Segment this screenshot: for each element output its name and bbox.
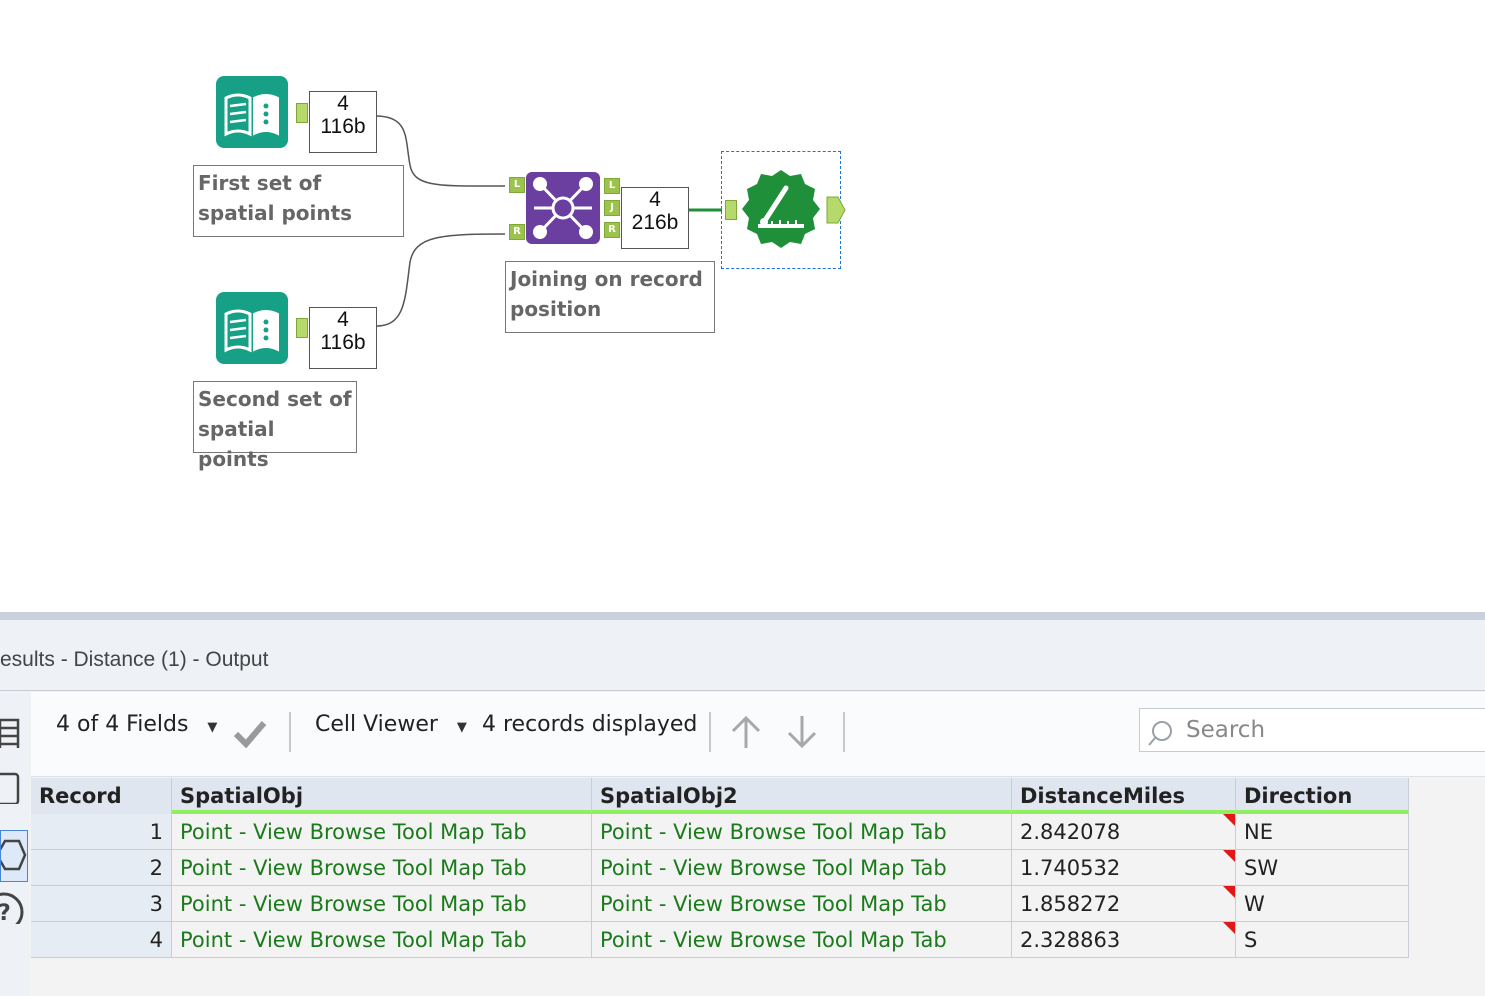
- input2-output-anchor[interactable]: [296, 318, 308, 338]
- direction-cell[interactable]: NE: [1236, 814, 1409, 850]
- distance-cell[interactable]: 1.858272: [1012, 886, 1236, 922]
- distance-cell[interactable]: 1.740532: [1012, 850, 1236, 886]
- precision-flag-icon: [1223, 886, 1235, 898]
- column-header-record[interactable]: Record: [31, 778, 172, 814]
- input-data-tool-1[interactable]: [216, 76, 288, 148]
- metadata-view-icon[interactable]: [0, 770, 26, 804]
- results-title: esults - Distance (1) - Output: [0, 648, 268, 672]
- join-right-output-anchor[interactable]: R: [604, 222, 620, 238]
- spatialobj2-cell[interactable]: Point - View Browse Tool Map Tab: [592, 850, 1012, 886]
- fields-label: 4 of 4 Fields: [56, 712, 188, 737]
- record-number-cell[interactable]: 2: [31, 850, 172, 886]
- record-number-cell[interactable]: 1: [31, 814, 172, 850]
- column-header-distancemiles[interactable]: DistanceMiles: [1012, 778, 1236, 814]
- distance-output-anchor[interactable]: [826, 196, 846, 224]
- spatialobj-cell[interactable]: Point - View Browse Tool Map Tab: [172, 850, 592, 886]
- toolbar-divider: [289, 712, 291, 752]
- wire-input2-to-join: [376, 234, 505, 326]
- join-left-output-anchor[interactable]: L: [604, 178, 620, 194]
- column-header-spatialobj[interactable]: SpatialObj: [172, 778, 592, 814]
- input2-record-count: 4 116b: [309, 307, 377, 369]
- join-annotation: Joining on record position: [505, 261, 715, 333]
- toolbar-divider: [709, 712, 711, 752]
- join-record-count: 4 216b: [621, 187, 689, 249]
- help-icon[interactable]: ?: [0, 890, 26, 924]
- arrow-up-icon[interactable]: [729, 712, 763, 752]
- spatialobj-cell[interactable]: Point - View Browse Tool Map Tab: [172, 814, 592, 850]
- data-size: 216b: [622, 211, 688, 234]
- checkmark-icon[interactable]: [233, 718, 267, 748]
- distance-value: 2.328863: [1020, 928, 1120, 952]
- spatialobj2-cell[interactable]: Point - View Browse Tool Map Tab: [592, 886, 1012, 922]
- join-join-output-anchor[interactable]: J: [604, 200, 620, 216]
- spatialobj2-cell[interactable]: Point - View Browse Tool Map Tab: [592, 922, 1012, 958]
- workflow-canvas[interactable]: 4 116b First set of spatial points 4 116…: [0, 0, 1485, 612]
- map-view-button[interactable]: [0, 830, 28, 882]
- record-count: 4: [622, 188, 688, 211]
- distance-input-anchor[interactable]: [725, 200, 737, 220]
- spatialobj-cell[interactable]: Point - View Browse Tool Map Tab: [172, 886, 592, 922]
- search-icon: [1148, 719, 1176, 747]
- column-header-spatialobj2[interactable]: SpatialObj2: [592, 778, 1012, 814]
- hexagon-map-icon: [1, 831, 27, 879]
- direction-cell[interactable]: SW: [1236, 850, 1409, 886]
- precision-flag-icon: [1223, 850, 1235, 862]
- precision-flag-icon: [1223, 814, 1235, 826]
- results-sidebar: ?: [0, 692, 30, 996]
- records-displayed: 4 records displayed: [482, 712, 697, 737]
- direction-cell[interactable]: S: [1236, 922, 1409, 958]
- svg-text:?: ?: [0, 901, 11, 924]
- panel-splitter[interactable]: [0, 612, 1485, 620]
- precision-flag-icon: [1223, 922, 1235, 934]
- cell-viewer-dropdown[interactable]: Cell Viewer ▼: [315, 712, 467, 737]
- distance-value: 1.740532: [1020, 856, 1120, 880]
- fields-dropdown[interactable]: 4 of 4 Fields ▼: [56, 712, 217, 737]
- chevron-down-icon: ▼: [207, 720, 217, 735]
- toolbar-divider: [843, 712, 845, 752]
- results-title-bar: esults - Distance (1) - Output: [0, 620, 1485, 691]
- direction-cell[interactable]: W: [1236, 886, 1409, 922]
- spatialobj-cell[interactable]: Point - View Browse Tool Map Tab: [172, 922, 592, 958]
- input1-output-anchor[interactable]: [296, 103, 308, 123]
- column-header-direction[interactable]: Direction: [1236, 778, 1409, 814]
- input-data-tool-2[interactable]: [216, 292, 288, 364]
- ruler-protractor-icon: [742, 170, 820, 248]
- results-panel: esults - Distance (1) - Output ? 4 of 4 …: [0, 612, 1485, 996]
- distance-value: 1.858272: [1020, 892, 1120, 916]
- search-input[interactable]: Search: [1139, 708, 1485, 752]
- results-toolbar: 4 of 4 Fields ▼ Cell Viewer ▼ 4 records …: [31, 692, 1485, 777]
- distance-cell[interactable]: 2.328863: [1012, 922, 1236, 958]
- search-placeholder: Search: [1186, 717, 1265, 743]
- spatialobj2-cell[interactable]: Point - View Browse Tool Map Tab: [592, 814, 1012, 850]
- record-count: 4: [310, 308, 376, 331]
- arrow-down-icon[interactable]: [785, 712, 819, 752]
- table-view-icon[interactable]: [0, 714, 26, 748]
- chevron-down-icon: ▼: [457, 720, 467, 735]
- input1-annotation: First set of spatial points: [193, 165, 404, 237]
- input2-annotation: Second set of spatial points: [193, 381, 357, 453]
- join-right-input-anchor[interactable]: R: [509, 224, 525, 240]
- join-network-icon: [526, 172, 600, 244]
- book-icon: [216, 76, 288, 148]
- distance-cell[interactable]: 2.842078: [1012, 814, 1236, 850]
- join-left-input-anchor[interactable]: L: [509, 177, 525, 193]
- book-icon: [216, 292, 288, 364]
- record-count: 4: [310, 92, 376, 115]
- distance-value: 2.842078: [1020, 820, 1120, 844]
- input1-record-count: 4 116b: [309, 91, 377, 153]
- data-size: 116b: [310, 331, 376, 354]
- cell-viewer-label: Cell Viewer: [315, 712, 438, 737]
- distance-tool[interactable]: [742, 170, 820, 248]
- data-size: 116b: [310, 115, 376, 138]
- join-multiple-tool[interactable]: [526, 172, 600, 244]
- record-number-cell[interactable]: 3: [31, 886, 172, 922]
- record-number-cell[interactable]: 4: [31, 922, 172, 958]
